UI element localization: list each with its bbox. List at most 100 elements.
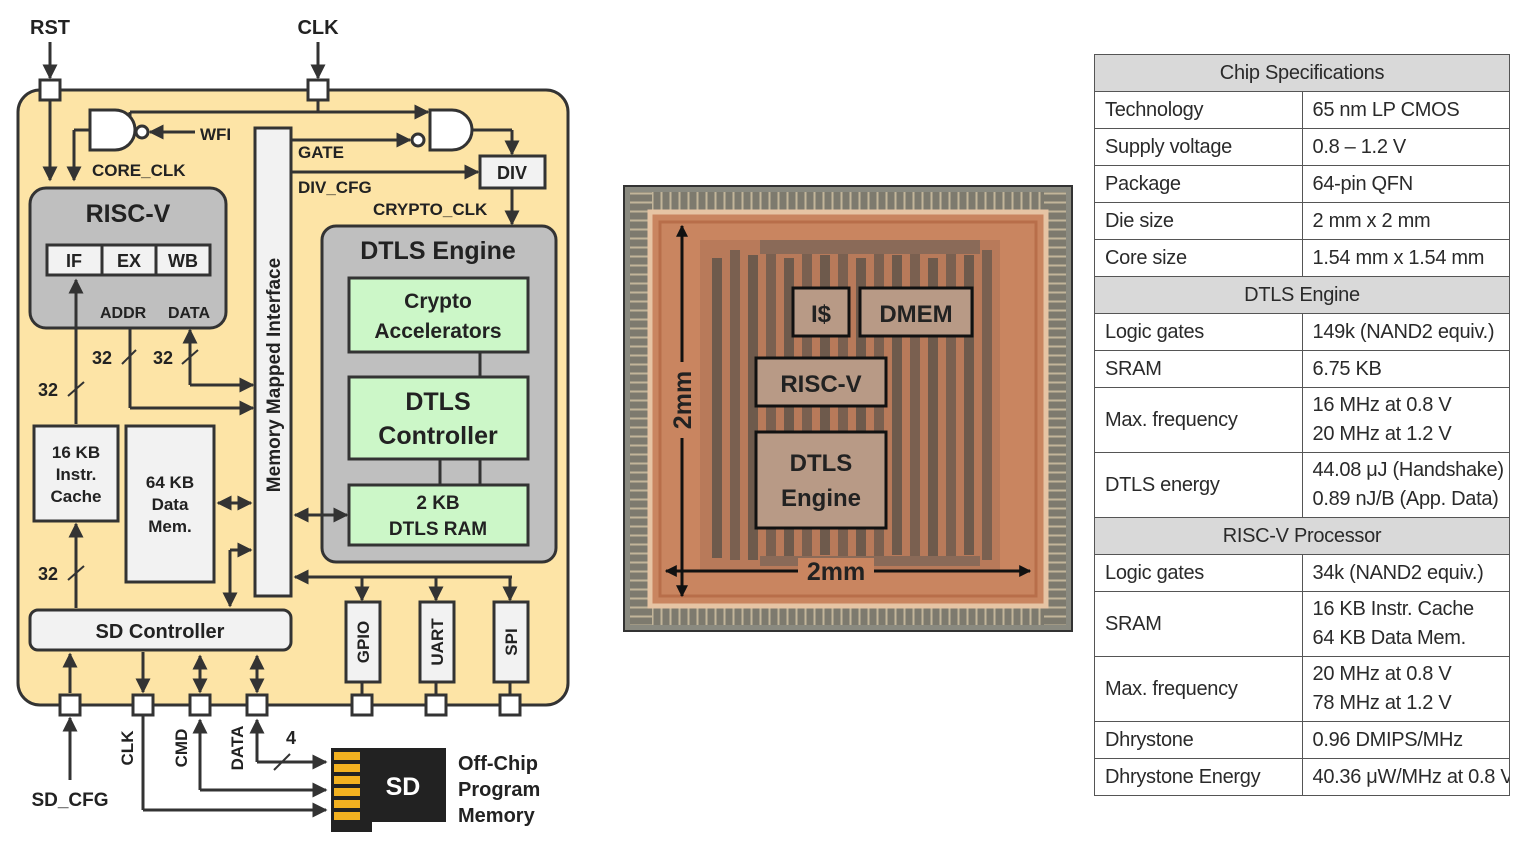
offchip-line2: Program — [458, 779, 540, 801]
spec-section-title: DTLS Engine — [1094, 276, 1510, 314]
memory-mapped-interface — [253, 126, 293, 598]
spec-value-line: 0.89 nJ/B (App. Data) — [1312, 488, 1499, 510]
dmem-line1: 64 KB — [146, 473, 194, 492]
spec-key: Max. frequency — [1094, 656, 1303, 722]
spec-row: Technology 65 nm LP CMOS — [1094, 91, 1510, 129]
spec-row: Dhrystone Energy 40.36 μW/MHz at 0.8 V — [1094, 758, 1510, 796]
offchip-line3: Memory — [458, 805, 536, 827]
pin-gpio — [350, 693, 374, 717]
sd-card-label: SD — [386, 773, 421, 801]
die-width-label: 2mm — [807, 558, 865, 586]
die-icache-region — [791, 286, 851, 338]
sd-data-bus-width: 4 — [286, 728, 296, 748]
signal-div-cfg: DIV_CFG — [298, 178, 372, 197]
spec-value-line: 16 KB Instr. Cache — [1312, 598, 1475, 620]
spec-key: Core size — [1094, 239, 1303, 277]
spec-value: 0.8 – 1.2 V — [1301, 128, 1510, 166]
spec-value: 20 MHz at 0.8 V 78 MHz at 1.2 V — [1301, 656, 1510, 722]
signal-core-clk: CORE_CLK — [92, 161, 186, 180]
spec-value-line: 78 MHz at 1.2 V — [1312, 692, 1452, 714]
spec-section-title: Chip Specifications — [1094, 54, 1510, 92]
uart-label: UART — [428, 618, 447, 666]
spec-key: SRAM — [1094, 350, 1303, 388]
die-dtls-label-line2: Engine — [781, 485, 861, 512]
die-riscv-label: RISC-V — [780, 371, 861, 398]
spec-section-header: DTLS Engine — [1094, 276, 1510, 314]
spec-key: DTLS energy — [1094, 452, 1303, 518]
spec-section-header: RISC-V Processor — [1094, 517, 1510, 555]
spec-key: Technology — [1094, 91, 1303, 129]
spec-value: 16 KB Instr. Cache 64 KB Data Mem. — [1301, 591, 1510, 657]
pin-rst-label: RST — [30, 17, 70, 39]
pin-sd-clk — [131, 693, 155, 717]
spec-key: Logic gates — [1094, 554, 1303, 592]
signal-data: DATA — [168, 305, 211, 322]
sd-card-contacts — [334, 752, 360, 820]
spec-key: Package — [1094, 165, 1303, 203]
dtls-controller — [347, 375, 530, 461]
signal-crypto-clk: CRYPTO_CLK — [373, 200, 488, 219]
spec-value-line: 20 MHz at 0.8 V — [1312, 663, 1452, 685]
spec-value-line: 1.54 mm x 1.54 mm — [1312, 246, 1485, 269]
spi-label: SPI — [502, 628, 521, 655]
signal-gate: GATE — [298, 143, 344, 162]
dtls-ram-line2: DTLS RAM — [389, 519, 487, 540]
crypto-clock-gate — [428, 108, 474, 152]
riscv-core-title: RISC-V — [86, 200, 171, 228]
spec-value-line: 65 nm LP CMOS — [1312, 98, 1460, 121]
spec-row: DTLS energy 44.08 μJ (Handshake) 0.89 nJ/B… — [1094, 452, 1510, 518]
spec-section-title: RISC-V Processor — [1094, 517, 1510, 555]
spec-value: 6.75 KB — [1301, 350, 1510, 388]
icache-bus-width: 32 — [38, 380, 58, 400]
pin-sd-cfg — [58, 693, 82, 717]
pipeline-stage-wb: WB — [168, 251, 198, 271]
data-bus-width: 32 — [153, 348, 173, 368]
spec-value: 44.08 μJ (Handshake) 0.89 nJ/B (App. Data… — [1301, 452, 1510, 518]
spec-row: Max. frequency 20 MHz at 0.8 V 78 MHz at 1… — [1094, 656, 1510, 722]
die-photo: 2mm 2mm I$ DMEM RISC-V DTLS Engine — [623, 185, 1073, 632]
pipeline-stage-if: IF — [66, 251, 82, 271]
spec-row: Logic gates 34k (NAND2 equiv.) — [1094, 554, 1510, 592]
spec-value-line: 64-pin QFN — [1312, 172, 1414, 195]
die-dtls-region — [754, 430, 888, 530]
spec-key: Max. frequency — [1094, 387, 1303, 453]
spec-value: 2 mm x 2 mm — [1301, 202, 1510, 240]
spec-value-line: 34k (NAND2 equiv.) — [1312, 561, 1484, 584]
spec-row: Package 64-pin QFN — [1094, 165, 1510, 203]
pin-sd-cmd-label: CMD — [172, 729, 191, 768]
spi-block — [492, 600, 530, 684]
dtls-controller-line1: DTLS — [405, 388, 470, 416]
data-memory — [124, 424, 216, 584]
memory-mapped-interface-label: Memory Mapped Interface — [264, 258, 285, 492]
spec-key: Dhrystone Energy — [1094, 758, 1303, 796]
die-dmem-region — [858, 286, 974, 338]
spec-value: 1.54 mm x 1.54 mm — [1301, 239, 1510, 277]
spec-value-line: 64 KB Data Mem. — [1312, 627, 1467, 649]
pin-sd-cmd — [188, 693, 212, 717]
spec-value-line: 2 mm x 2 mm — [1312, 209, 1431, 232]
signal-addr: ADDR — [100, 305, 147, 322]
spec-key: Die size — [1094, 202, 1303, 240]
die-height-label: 2mm — [669, 371, 697, 429]
spec-key: Dhrystone — [1094, 721, 1303, 759]
crypto-line1: Crypto — [404, 290, 472, 313]
gpio-label: GPIO — [354, 621, 373, 664]
dtls-controller-line2: Controller — [378, 422, 498, 450]
spec-value-line: 40.36 μW/MHz at 0.8 V — [1312, 765, 1510, 788]
icache-line3: Cache — [50, 487, 101, 506]
sd-bus-width: 32 — [38, 564, 58, 584]
dtls-ram-line1: 2 KB — [416, 493, 459, 514]
crypto-accelerators — [347, 276, 530, 354]
die-riscv-region — [754, 356, 888, 408]
offchip-line1: Off-Chip — [458, 753, 538, 775]
spec-value-line: 0.96 DMIPS/MHz — [1312, 728, 1464, 751]
pin-clk-label: CLK — [297, 17, 339, 39]
spec-key: Supply voltage — [1094, 128, 1303, 166]
spec-value: 65 nm LP CMOS — [1301, 91, 1510, 129]
spec-row: Dhrystone 0.96 DMIPS/MHz — [1094, 721, 1510, 759]
spec-value-line: 44.08 μJ (Handshake) — [1312, 459, 1505, 481]
